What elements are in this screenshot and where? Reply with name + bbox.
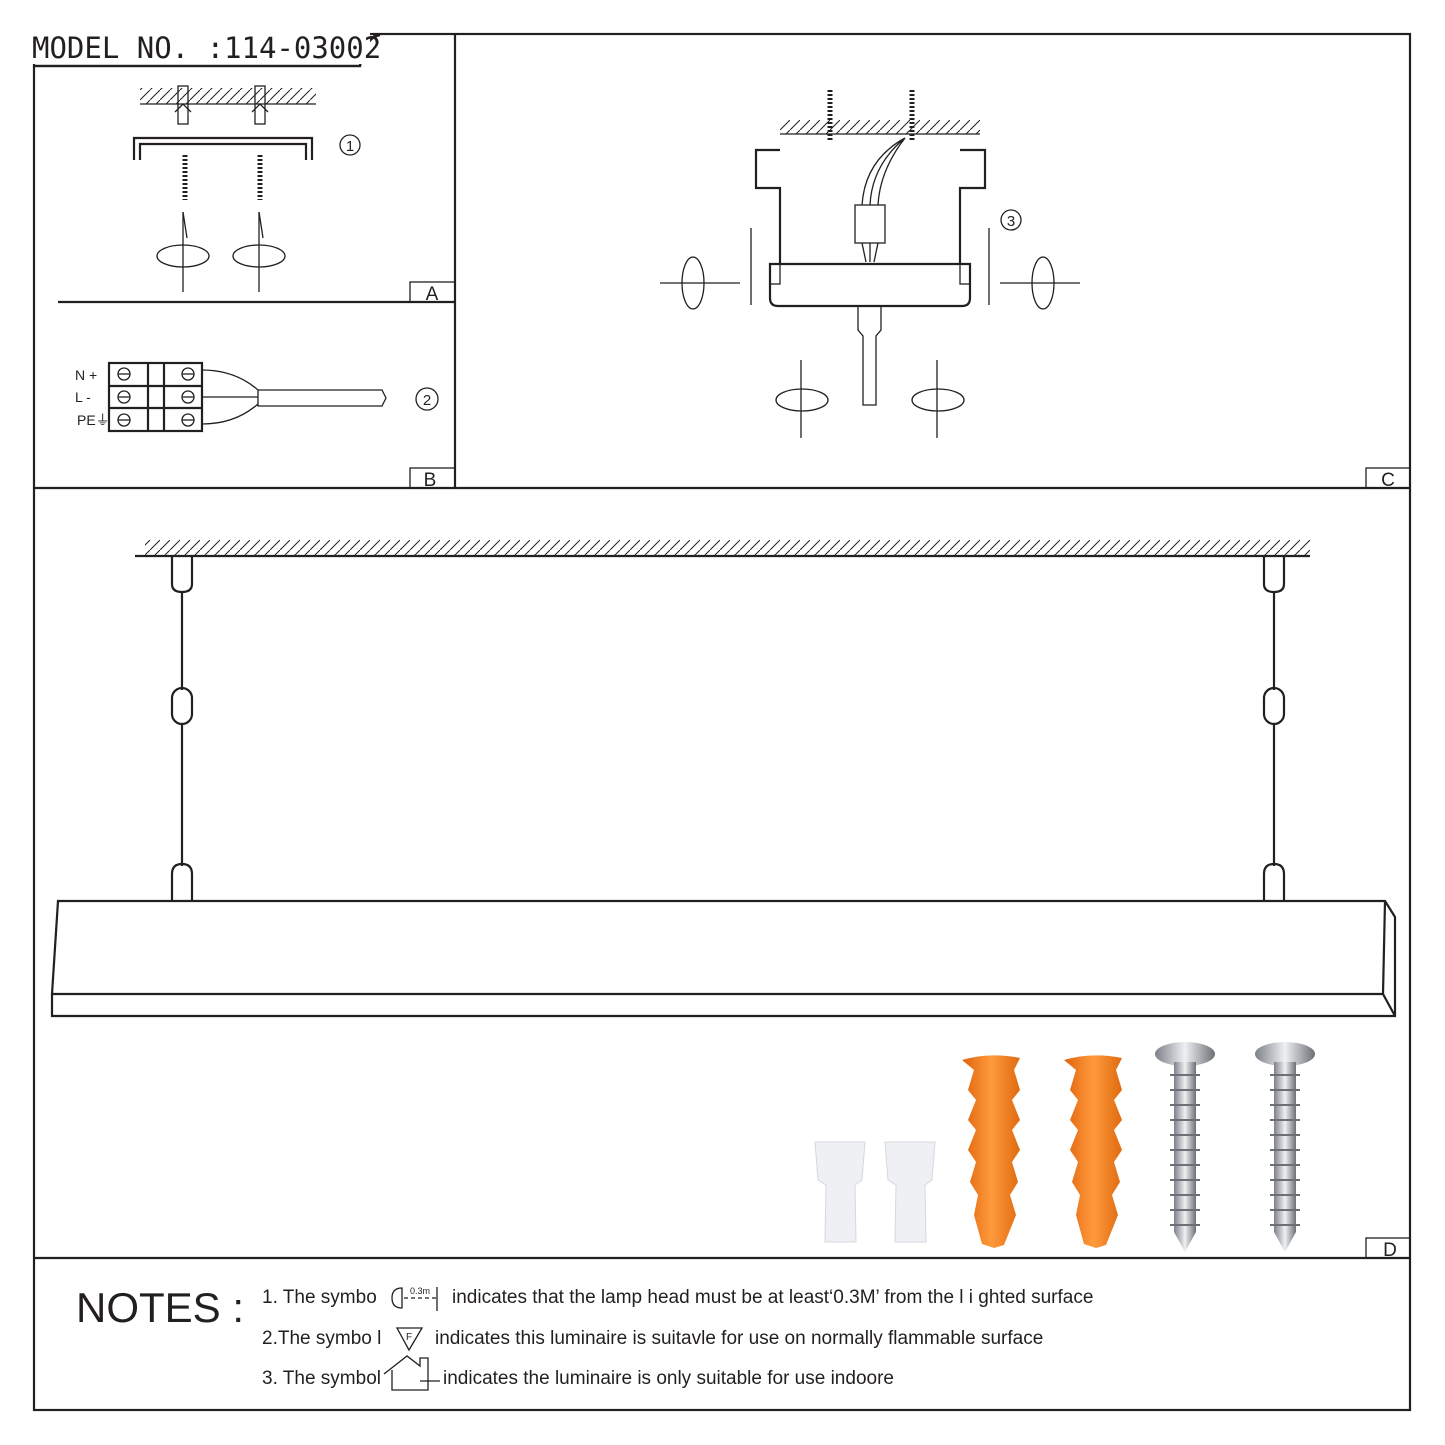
section-label-d: D — [1365, 1237, 1411, 1261]
model-number: MODEL NO. :114-03002 — [32, 31, 381, 65]
rotate-arrow-icon — [1000, 256, 1080, 310]
note-3-prefix: 3. The symbol — [262, 1368, 381, 1389]
note-2-prefix: 2.The symbo l — [262, 1328, 381, 1349]
wall-anchor-icon — [251, 85, 269, 125]
note-1-text: indicates that the lamp head must be at … — [452, 1287, 1093, 1308]
panel-a-bracket-mounting: 1 — [132, 85, 361, 292]
rotate-arrow-icon — [911, 360, 965, 438]
wire-connector-icon — [814, 1141, 866, 1243]
mounting-bracket — [132, 136, 314, 160]
terminal-block — [854, 204, 886, 244]
suspension-wire-right — [1262, 556, 1286, 900]
panel-c-canopy-fixing: 3 — [660, 90, 1080, 438]
svg-text:0.3m: 0.3m — [410, 1286, 430, 1296]
section-label-a: A — [409, 281, 456, 305]
flammable-surface-icon: F — [395, 1327, 424, 1352]
notes-heading: NOTES : — [76, 1284, 244, 1331]
wall-anchor-icon — [1064, 1055, 1122, 1248]
svg-text:A: A — [426, 284, 439, 305]
svg-text:C: C — [1381, 470, 1395, 491]
screw-icon — [1155, 1042, 1215, 1252]
svg-text:B: B — [424, 470, 437, 491]
canopy — [754, 148, 987, 264]
suspension-cable — [857, 306, 882, 406]
terminal-label-n: N + — [75, 367, 97, 383]
step-number: 1 — [346, 138, 354, 155]
rotate-arrow-icon — [775, 360, 829, 438]
model-number-tab: MODEL NO. :114-03002 — [30, 30, 381, 68]
wire-connector-icon — [884, 1141, 936, 1243]
panel-d-luminaire — [50, 540, 1397, 1252]
svg-text:D: D — [1383, 1240, 1397, 1261]
rotate-arrow-icon — [156, 211, 210, 292]
terminal-label-l: L - — [75, 389, 91, 405]
power-cable — [257, 389, 387, 407]
canopy-base — [768, 262, 972, 308]
panel-b-wiring: N + L - PE⏚ 2 — [75, 361, 439, 433]
notes-section: NOTES : 1. The symbo 0.3m indicates that… — [76, 1284, 1093, 1391]
indoor-house-icon — [383, 1355, 440, 1391]
section-label-c: C — [1365, 467, 1411, 491]
note-1-prefix: 1. The symbo — [262, 1287, 377, 1308]
outer-frame — [32, 32, 1412, 1412]
step-number: 2 — [423, 392, 431, 409]
terminal-label-pe: PE⏚ — [77, 412, 110, 428]
screw-icon — [1255, 1042, 1315, 1252]
rotate-arrow-icon — [660, 256, 740, 310]
distance-symbol-icon: 0.3m — [391, 1286, 438, 1311]
section-label-b: B — [409, 467, 456, 491]
svg-text:F: F — [406, 1332, 412, 1343]
wall-anchor-icon — [174, 85, 192, 125]
rotate-arrow-icon — [232, 211, 286, 292]
wall-anchor-icon — [962, 1055, 1020, 1248]
suspension-wire-left — [170, 556, 194, 900]
step-number: 3 — [1007, 213, 1015, 230]
note-2-text: indicates this luminaire is suitavle for… — [435, 1328, 1043, 1349]
terminal-screw-icon — [117, 367, 195, 427]
linear-luminaire — [50, 899, 1397, 1018]
note-3-text: indicates the luminaire is only suitable… — [443, 1368, 894, 1389]
